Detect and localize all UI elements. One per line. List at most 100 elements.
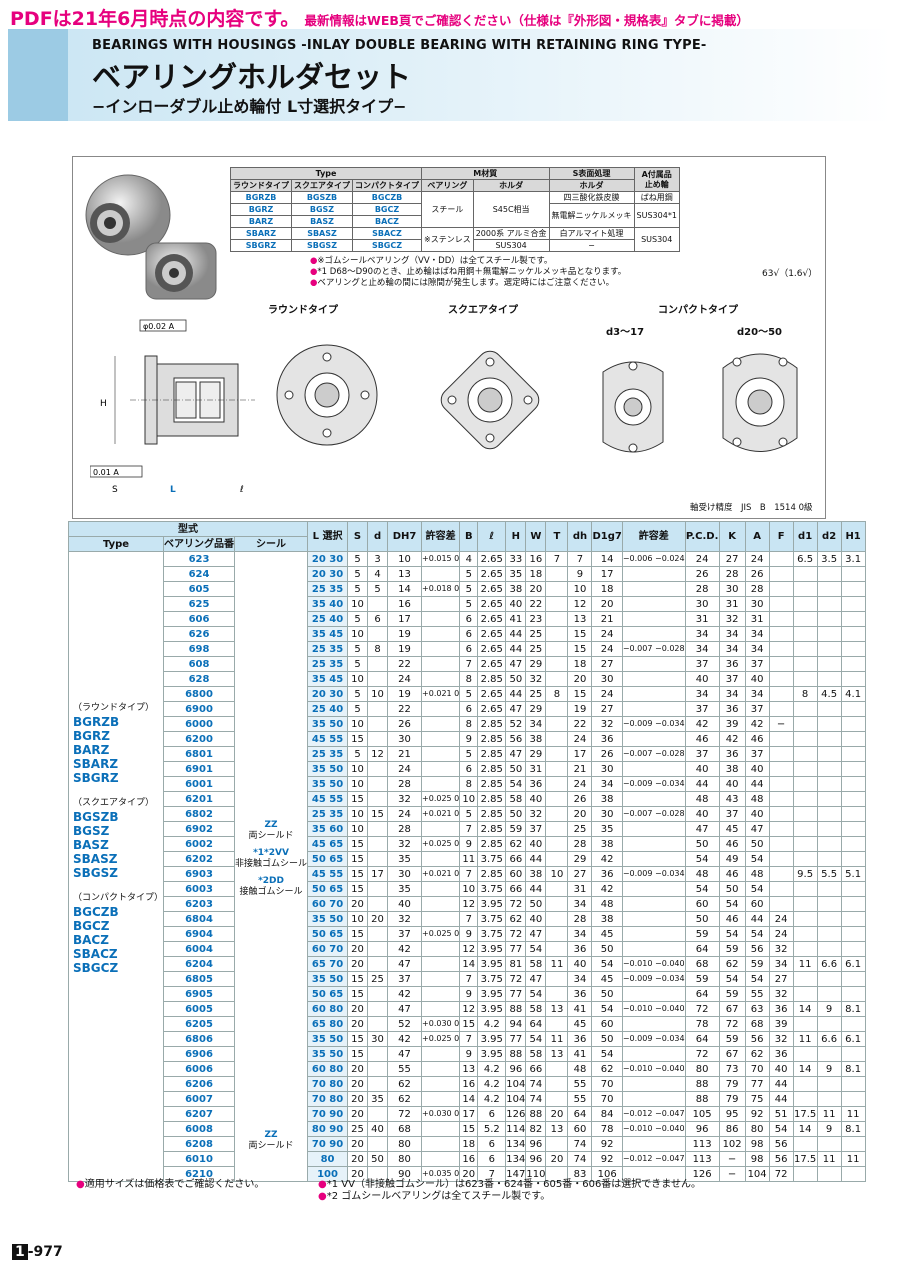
table-cell: [768, 836, 794, 852]
table-cell: 56: [744, 1031, 770, 1047]
table-cell: 17.5: [792, 1151, 818, 1167]
table-cell: [367, 1061, 389, 1077]
spec-type-header: Type: [230, 167, 422, 180]
table-cell: 2.65: [477, 581, 507, 597]
table-cell: 3.95: [477, 956, 507, 972]
table-cell: 47: [744, 821, 770, 837]
table-cell: [421, 1076, 461, 1092]
roughness-16: 1.6: [788, 269, 803, 279]
table-cell: [421, 1151, 461, 1167]
table-cell: 70 80: [307, 1076, 349, 1092]
table-cell: [840, 911, 866, 927]
table-cell: 30: [591, 806, 623, 822]
table-cell: 2.85: [477, 806, 507, 822]
table-cell: +0.021 0: [421, 686, 461, 702]
table-cell: [545, 971, 569, 987]
th-l: L 選択: [307, 521, 349, 552]
table-cell: 29: [525, 656, 547, 672]
table-cell: 64: [525, 1016, 547, 1032]
table-cell: 10: [347, 821, 369, 837]
table-cell: 12: [459, 941, 479, 957]
table-cell: 4: [367, 566, 389, 582]
table-cell: 35: [367, 1091, 389, 1107]
table-cell: −0.009 −0.034: [621, 716, 686, 732]
table-cell: 19: [567, 701, 593, 717]
bearing-number: 6903: [163, 866, 236, 882]
table-cell: 6: [477, 1106, 507, 1122]
bearing-number: 6804: [163, 911, 236, 927]
table-cell: 5.5: [816, 866, 842, 882]
table-cell: 32: [768, 941, 794, 957]
table-cell: 9: [459, 731, 479, 747]
table-cell: 6: [459, 626, 479, 642]
table-cell: [421, 1001, 461, 1017]
bearing-number: 6006: [163, 1061, 236, 1077]
table-cell: 24: [591, 641, 623, 657]
table-cell: [421, 626, 461, 642]
table-cell: 62: [744, 1046, 770, 1062]
table-cell: 59: [505, 821, 527, 837]
table-cell: 16: [459, 1151, 479, 1167]
table-cell: 60 80: [307, 1001, 349, 1017]
table-cell: [792, 611, 818, 627]
table-cell: [367, 656, 389, 672]
table-cell: 28: [684, 581, 720, 597]
footnote-left: ●適用サイズは価格表でご確認ください。: [76, 1179, 265, 1190]
table-cell: 25 35: [307, 581, 349, 597]
table-cell: 16: [459, 1076, 479, 1092]
table-cell: [840, 596, 866, 612]
table-cell: [621, 761, 686, 777]
table-cell: 126: [505, 1106, 527, 1122]
table-cell: 37: [387, 926, 423, 942]
table-cell: 15: [459, 1121, 479, 1137]
seal-label: 接触ゴムシール: [239, 887, 303, 897]
product-photo: [85, 174, 217, 300]
table-cell: 34: [684, 641, 720, 657]
table-cell: 15: [347, 731, 369, 747]
table-cell: 32: [525, 806, 547, 822]
th-col: B: [459, 521, 479, 552]
table-cell: [792, 926, 818, 942]
table-cell: 20: [347, 1061, 369, 1077]
table-cell: 11: [816, 1151, 842, 1167]
table-cell: −0.007 −0.028: [621, 806, 686, 822]
table-cell: [768, 806, 794, 822]
table-cell: 18: [525, 566, 547, 582]
table-cell: [840, 791, 866, 807]
table-cell: [545, 746, 569, 762]
table-cell: 4.5: [816, 686, 842, 702]
table-cell: [792, 791, 818, 807]
table-cell: [840, 971, 866, 987]
table-cell: 55: [567, 1091, 593, 1107]
table-cell: 82: [525, 1121, 547, 1137]
th-col: H1: [840, 521, 866, 552]
table-cell: [621, 581, 686, 597]
table-cell: 42: [684, 716, 720, 732]
table-cell: 15: [567, 686, 593, 702]
table-cell: 46: [718, 866, 746, 882]
spec-part: BGRZ: [230, 203, 292, 216]
table-cell: 30: [387, 731, 423, 747]
table-cell: [621, 1136, 686, 1152]
table-cell: 26: [684, 566, 720, 582]
table-cell: [367, 671, 389, 687]
bearing-number: 605: [163, 581, 236, 597]
table-cell: 8.1: [840, 1061, 866, 1077]
table-cell: [792, 776, 818, 792]
table-cell: 34: [591, 776, 623, 792]
table-cell: 28: [387, 821, 423, 837]
table-cell: 30: [591, 671, 623, 687]
table-cell: [840, 1091, 866, 1107]
table-cell: 5: [347, 641, 369, 657]
table-cell: 70 90: [307, 1136, 349, 1152]
table-cell: 5: [459, 566, 479, 582]
table-cell: [421, 881, 461, 897]
table-cell: [768, 551, 794, 567]
table-cell: 35 50: [307, 776, 349, 792]
bearing-number: 6206: [163, 1076, 236, 1092]
table-cell: 35 50: [307, 971, 349, 987]
table-cell: 98: [744, 1136, 770, 1152]
table-cell: 9: [459, 986, 479, 1002]
